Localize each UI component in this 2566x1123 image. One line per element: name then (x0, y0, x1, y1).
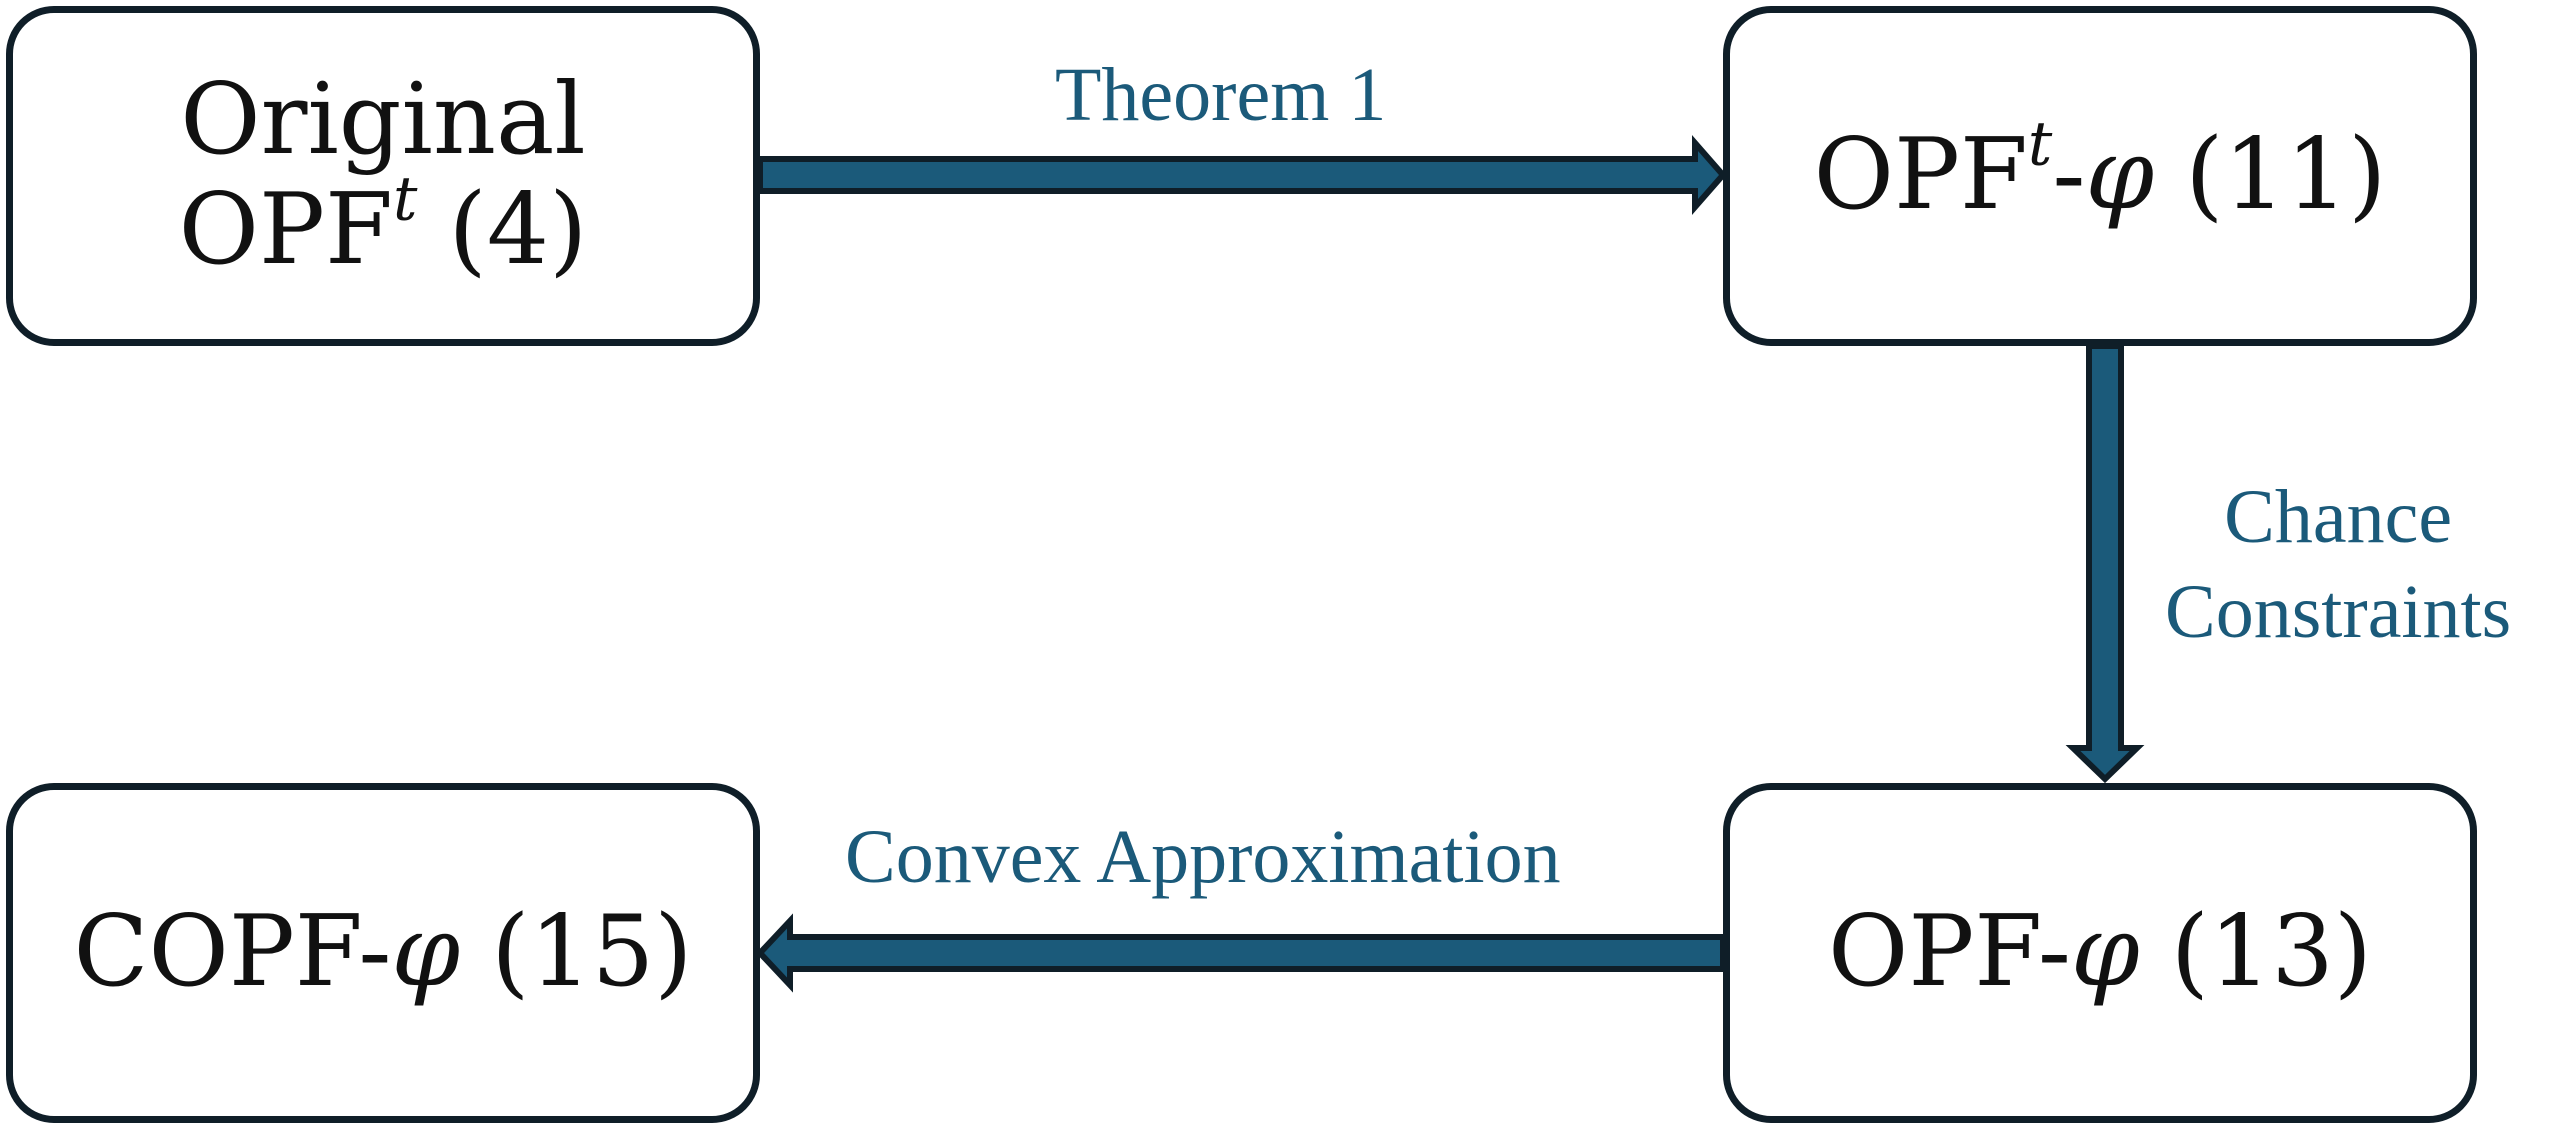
node-original-line2: OPFt (4) (178, 169, 588, 287)
node-copf-phi-suffix: (15) (460, 895, 693, 1010)
edge-label-chance-line1: Chance (2224, 475, 2453, 559)
arrow-theorem1 (757, 135, 1727, 215)
node-opft-phi-symbol: φ (2085, 118, 2155, 233)
node-opf-phi-suffix: (13) (2139, 895, 2372, 1010)
node-original-suffix: (4) (417, 173, 588, 287)
node-copf-phi-symbol: φ (391, 895, 461, 1010)
node-copf-phi-text: COPF-φ (15) (73, 895, 693, 1010)
node-opft-phi-dash: - (2052, 118, 2086, 233)
node-opft-phi: OPFt-φ (11) (1723, 6, 2477, 346)
node-original-opft: Original OPFt (4) (6, 6, 760, 346)
node-copf-phi-prefix: COPF- (73, 895, 392, 1010)
node-opf-phi-text: OPF-φ (13) (1828, 895, 2372, 1010)
arrow-chance-constraints (2065, 343, 2145, 784)
node-opft-phi-prefix: OPF (1813, 118, 2028, 233)
node-opft-phi-suffix: (11) (2154, 118, 2387, 233)
edge-label-chance-constraints: Chance Constraints (2165, 470, 2511, 660)
node-copf-phi: COPF-φ (15) (6, 783, 760, 1123)
node-opf-phi-prefix: OPF- (1828, 895, 2072, 1010)
edge-label-theorem1: Theorem 1 (1055, 53, 1387, 137)
node-original-prefix: OPF (178, 173, 393, 287)
node-opf-phi: OPF-φ (13) (1723, 783, 2477, 1123)
arrow-convex-approximation (755, 913, 1726, 993)
node-original-superscript: t (392, 164, 418, 235)
node-original-line1: Original (180, 63, 586, 178)
edge-label-chance-line2: Constraints (2165, 570, 2512, 654)
edge-label-convex-approximation: Convex Approximation (845, 815, 1561, 899)
node-opft-phi-superscript: t (2027, 109, 2053, 180)
node-opft-phi-text: OPFt-φ (11) (1813, 114, 2387, 233)
node-opf-phi-symbol: φ (2071, 895, 2140, 1010)
